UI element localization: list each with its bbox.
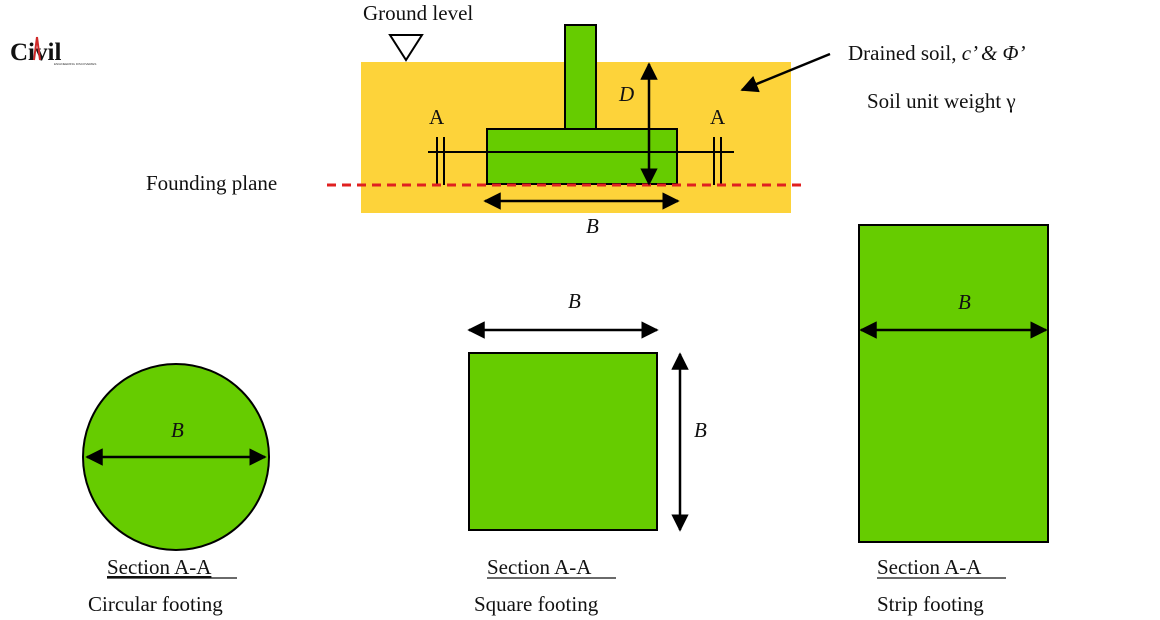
- strip-footing-shape: [858, 224, 1049, 543]
- ground-level-triangle-icon: [388, 34, 424, 62]
- circular-footing-name: Circular footing: [88, 592, 223, 616]
- founding-plane-label: Founding plane: [146, 171, 277, 195]
- soil-desc-prefix: Drained soil,: [848, 41, 962, 65]
- strip-dimension-label: B: [958, 290, 971, 314]
- civil-logo: Civil ENGINEERING DISCOVERIES: [10, 36, 96, 66]
- square-footing-shape: [468, 352, 658, 531]
- section-strip: B Section A-A Strip footing: [858, 224, 1049, 616]
- width-label: B: [586, 214, 599, 238]
- soil-pointer-arrow: [740, 52, 831, 93]
- logo-tagline: ENGINEERING DISCOVERIES: [54, 62, 96, 66]
- square-top-dimension-label: B: [568, 289, 581, 313]
- circular-dimension-label: B: [171, 418, 184, 442]
- section-mark-right: A: [710, 105, 726, 129]
- ground-level-label: Ground level: [363, 1, 473, 25]
- footing-column: [564, 24, 597, 131]
- strip-section-title: Section A-A: [877, 555, 982, 579]
- section-circular: B Section A-A Circular footing: [82, 363, 270, 616]
- section-square: B B Section A-A Square footing: [467, 289, 707, 616]
- square-footing-name: Square footing: [474, 592, 599, 616]
- square-section-title: Section A-A: [487, 555, 592, 579]
- depth-label: D: [618, 82, 634, 106]
- square-side-dimension-label: B: [694, 418, 707, 442]
- circular-section-title: Section A-A: [107, 555, 212, 579]
- section-mark-left: A: [429, 105, 445, 129]
- soil-unit-weight: Soil unit weight γ: [867, 89, 1016, 113]
- soil-description: Drained soil, c’ & Φ’: [848, 41, 1026, 65]
- soil-desc-params: c’ & Φ’: [962, 41, 1026, 65]
- strip-footing-name: Strip footing: [877, 592, 984, 616]
- tower-icon: [33, 36, 41, 61]
- elevation-view: A A Founding plane Ground level D B Drai…: [146, 1, 1026, 238]
